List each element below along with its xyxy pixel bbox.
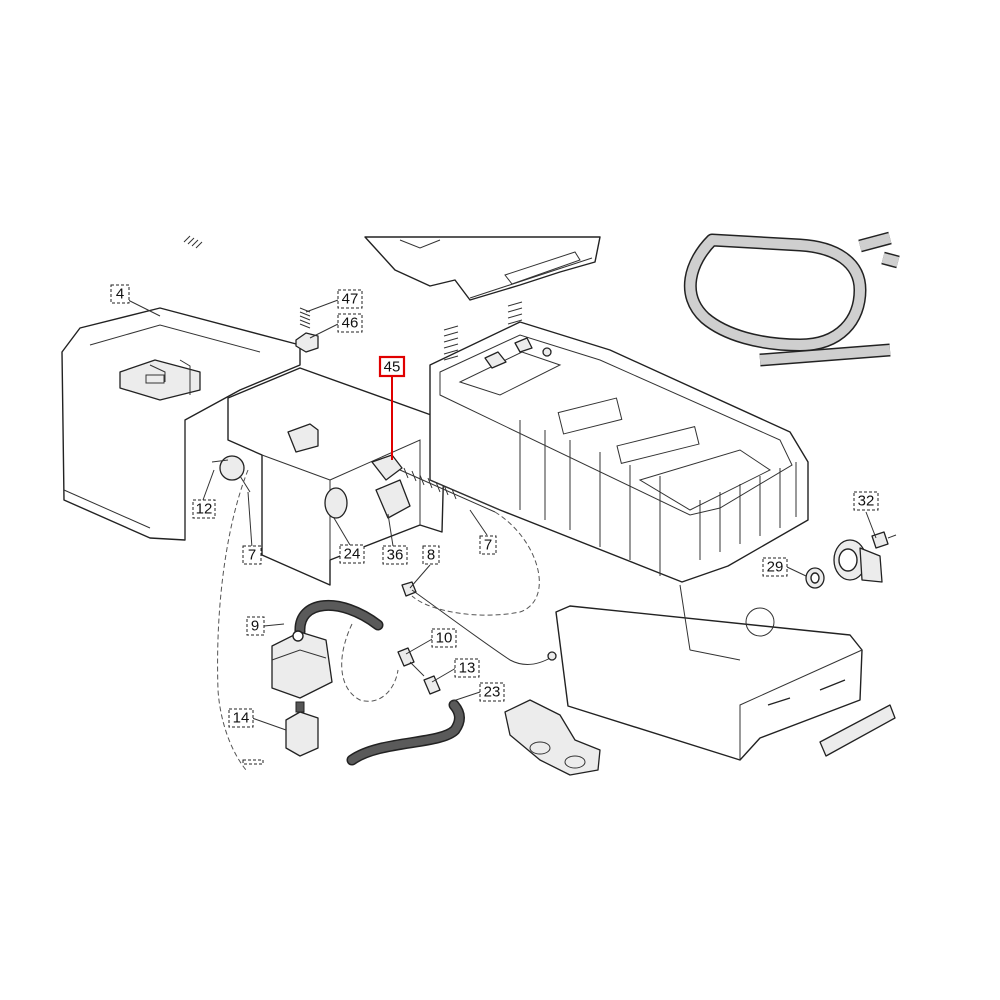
hose-23-part bbox=[346, 699, 465, 766]
callout-8-label: 8 bbox=[427, 547, 435, 564]
top-cover-part bbox=[364, 236, 601, 301]
callout-47-label: 47 bbox=[342, 291, 359, 308]
tray-spring-right bbox=[507, 301, 523, 325]
callout-7-right-label: 7 bbox=[484, 537, 492, 554]
callout-8[interactable]: 8 bbox=[422, 545, 440, 565]
callout-29-label: 29 bbox=[767, 559, 784, 576]
main-body-tray-part bbox=[429, 321, 809, 583]
gasket-ring-part bbox=[683, 231, 900, 367]
callout-10[interactable]: 10 bbox=[431, 628, 457, 648]
callout-14[interactable]: 14 bbox=[228, 708, 254, 728]
callout-45-label: 45 bbox=[384, 359, 401, 376]
leader-lines bbox=[127, 299, 877, 731]
callout-10-label: 10 bbox=[436, 630, 453, 647]
callout-36[interactable]: 36 bbox=[382, 545, 408, 565]
callout-9[interactable]: 9 bbox=[246, 616, 265, 636]
callout-13[interactable]: 13 bbox=[454, 658, 480, 678]
valve-cap-46-part bbox=[295, 332, 319, 353]
callout-14-label: 14 bbox=[233, 710, 250, 727]
spring-47-part bbox=[299, 307, 311, 329]
callout-12[interactable]: 12 bbox=[192, 499, 216, 519]
pump-part bbox=[271, 630, 333, 699]
callout-9-label: 9 bbox=[251, 618, 259, 635]
callout-7-left[interactable]: 7 bbox=[242, 545, 262, 565]
switch-45-part bbox=[371, 454, 496, 513]
valve-32-part bbox=[871, 531, 897, 549]
hose-9-part bbox=[294, 600, 384, 638]
callout-7-right[interactable]: 7 bbox=[479, 535, 497, 555]
callout-46-label: 46 bbox=[342, 315, 359, 332]
callout-47[interactable]: 47 bbox=[337, 289, 363, 309]
callout-36-label: 36 bbox=[387, 547, 404, 564]
callout-24[interactable]: 24 bbox=[339, 544, 365, 564]
callout-7-left-label: 7 bbox=[248, 547, 256, 564]
drip-tray-part bbox=[504, 699, 601, 776]
callout-4[interactable]: 4 bbox=[110, 284, 130, 304]
callout-4-label: 4 bbox=[116, 286, 124, 303]
sensor-cable-8-part bbox=[401, 581, 557, 665]
switch-14-part bbox=[285, 701, 319, 757]
drip-grid-part bbox=[819, 704, 896, 757]
routing-paths bbox=[217, 469, 540, 771]
callout-13-label: 13 bbox=[459, 660, 476, 677]
callout-partial-bottom bbox=[242, 759, 264, 765]
callout-32-label: 32 bbox=[858, 493, 875, 510]
callout-23-label: 23 bbox=[484, 684, 501, 701]
callout-12-label: 12 bbox=[196, 501, 213, 518]
fitting-13-part bbox=[423, 675, 441, 695]
valve-assembly-part bbox=[833, 539, 883, 583]
side-panel-part bbox=[555, 584, 863, 761]
callout-32[interactable]: 32 bbox=[853, 491, 879, 511]
ring-29-part bbox=[805, 567, 825, 589]
callout-23[interactable]: 23 bbox=[479, 682, 505, 702]
callout-29[interactable]: 29 bbox=[762, 557, 788, 577]
connector-12-part bbox=[211, 455, 251, 493]
partial-spring-top-left bbox=[183, 235, 203, 249]
callout-45[interactable]: 45 bbox=[378, 355, 406, 378]
tray-spring-left bbox=[443, 325, 459, 361]
fitting-10-part bbox=[397, 647, 425, 677]
water-tank-part bbox=[61, 307, 301, 541]
callout-24-label: 24 bbox=[344, 546, 361, 563]
callout-46[interactable]: 46 bbox=[337, 313, 363, 333]
switch-holder-36-part bbox=[375, 479, 411, 519]
